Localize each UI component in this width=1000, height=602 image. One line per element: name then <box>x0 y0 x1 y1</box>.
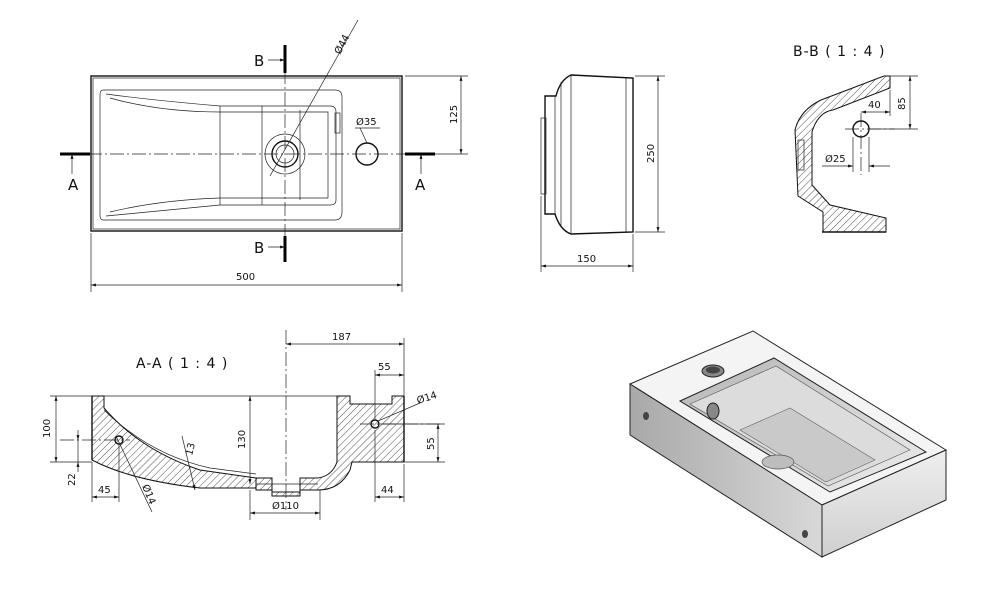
section-letter-b-bottom: B <box>254 239 264 257</box>
dim-55-top: 55 <box>378 362 391 373</box>
dim-40: 40 <box>868 100 881 111</box>
dim-187: 187 <box>332 332 351 343</box>
iso-mount-hole-right <box>802 530 808 538</box>
dim-55-right: 55 <box>426 437 437 450</box>
bowl-outline <box>99 89 343 221</box>
section-letter-a-left: A <box>68 176 79 194</box>
section-letter-b-top: B <box>254 52 264 70</box>
dia-25: Ø25 <box>825 153 846 165</box>
dia-110: Ø110 <box>272 500 299 512</box>
iso-front-face <box>821 449 947 558</box>
dim-500: 500 <box>236 272 255 283</box>
dim-250: 250 <box>646 144 657 163</box>
dim-22: 22 <box>67 473 78 486</box>
section-bb-wall <box>794 75 891 233</box>
dim-100: 100 <box>42 419 53 438</box>
section-bb-title: B-B ( 1 : 4 ) <box>793 44 885 60</box>
dim-150: 150 <box>577 254 596 265</box>
top-view: B B A A Ø44 Ø35 125 500 <box>60 19 468 292</box>
section-aa-left-wall <box>91 395 257 489</box>
dim-125: 125 <box>449 105 460 124</box>
iso-mount-hole-left <box>643 412 649 420</box>
label-dia-35: Ø35 <box>356 116 377 128</box>
dia-14-left: Ø14 <box>139 483 158 507</box>
basin-outline <box>90 75 403 232</box>
side-profile <box>544 74 634 235</box>
side-view: 250 150 <box>540 74 665 272</box>
dim-85: 85 <box>897 97 908 110</box>
dim-13: 13 <box>184 442 198 457</box>
section-aa: A-A ( 1 : 4 ) 187 55 Ø14 100 22 <box>42 330 445 520</box>
dim-45: 45 <box>98 485 111 496</box>
isometric-view <box>628 330 948 558</box>
section-aa-title: A-A ( 1 : 4 ) <box>136 356 228 372</box>
dim-44: 44 <box>381 485 394 496</box>
dia-14-right: Ø14 <box>415 389 438 407</box>
section-aa-bottom <box>255 395 405 497</box>
section-bb: B-B ( 1 : 4 ) 85 40 Ø25 <box>793 44 918 233</box>
section-letter-a-right: A <box>415 176 426 194</box>
dim-130: 130 <box>237 430 248 449</box>
